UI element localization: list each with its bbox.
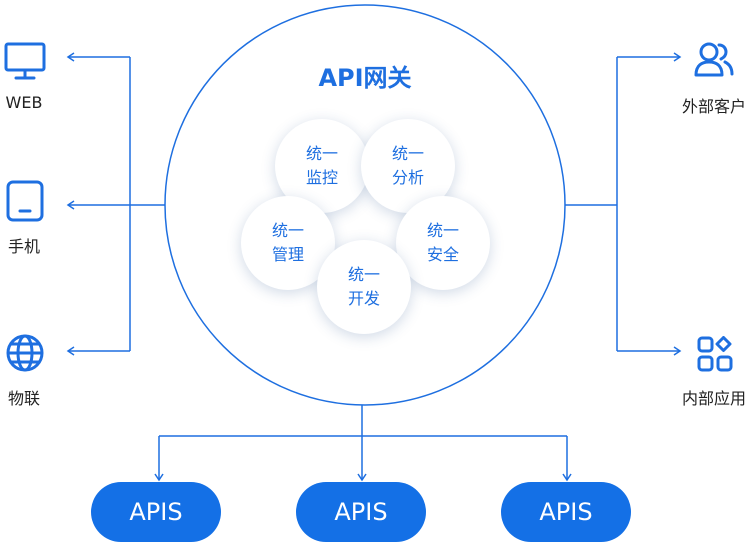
module-development-line2: 开发: [347, 289, 380, 308]
module-management-line2: 管理: [271, 245, 304, 264]
apis-button-3[interactable]: APIS: [501, 482, 631, 542]
gateway-title: API网关: [318, 64, 412, 92]
gateway-circle: [164, 4, 566, 406]
module-security-line2: 安全: [426, 245, 459, 264]
module-development: 统一 开发: [317, 240, 411, 334]
globe-icon: [6, 334, 44, 372]
users-icon: [694, 42, 734, 77]
module-management-line1: 统一: [271, 221, 304, 240]
module-security-line1: 统一: [426, 221, 459, 240]
client-external-label: 外部客户: [681, 97, 747, 116]
client-phone-label: 手机: [7, 237, 41, 256]
module-monitor-line2: 监控: [305, 168, 338, 187]
apis-button-2[interactable]: APIS: [296, 482, 426, 542]
module-monitor-line1: 统一: [305, 144, 338, 163]
module-analysis-line2: 分析: [391, 168, 424, 187]
module-analysis-line1: 统一: [391, 144, 424, 163]
phone-icon: [6, 180, 44, 222]
client-iot-label: 物联: [7, 389, 41, 408]
apis-button-1[interactable]: APIS: [91, 482, 221, 542]
client-web-label: WEB: [5, 93, 43, 112]
module-security: 统一 安全: [396, 196, 490, 290]
monitor-icon: [4, 42, 46, 80]
apps-icon: [697, 336, 733, 372]
module-development-line1: 统一: [347, 265, 380, 284]
client-internal-label: 内部应用: [681, 389, 747, 408]
